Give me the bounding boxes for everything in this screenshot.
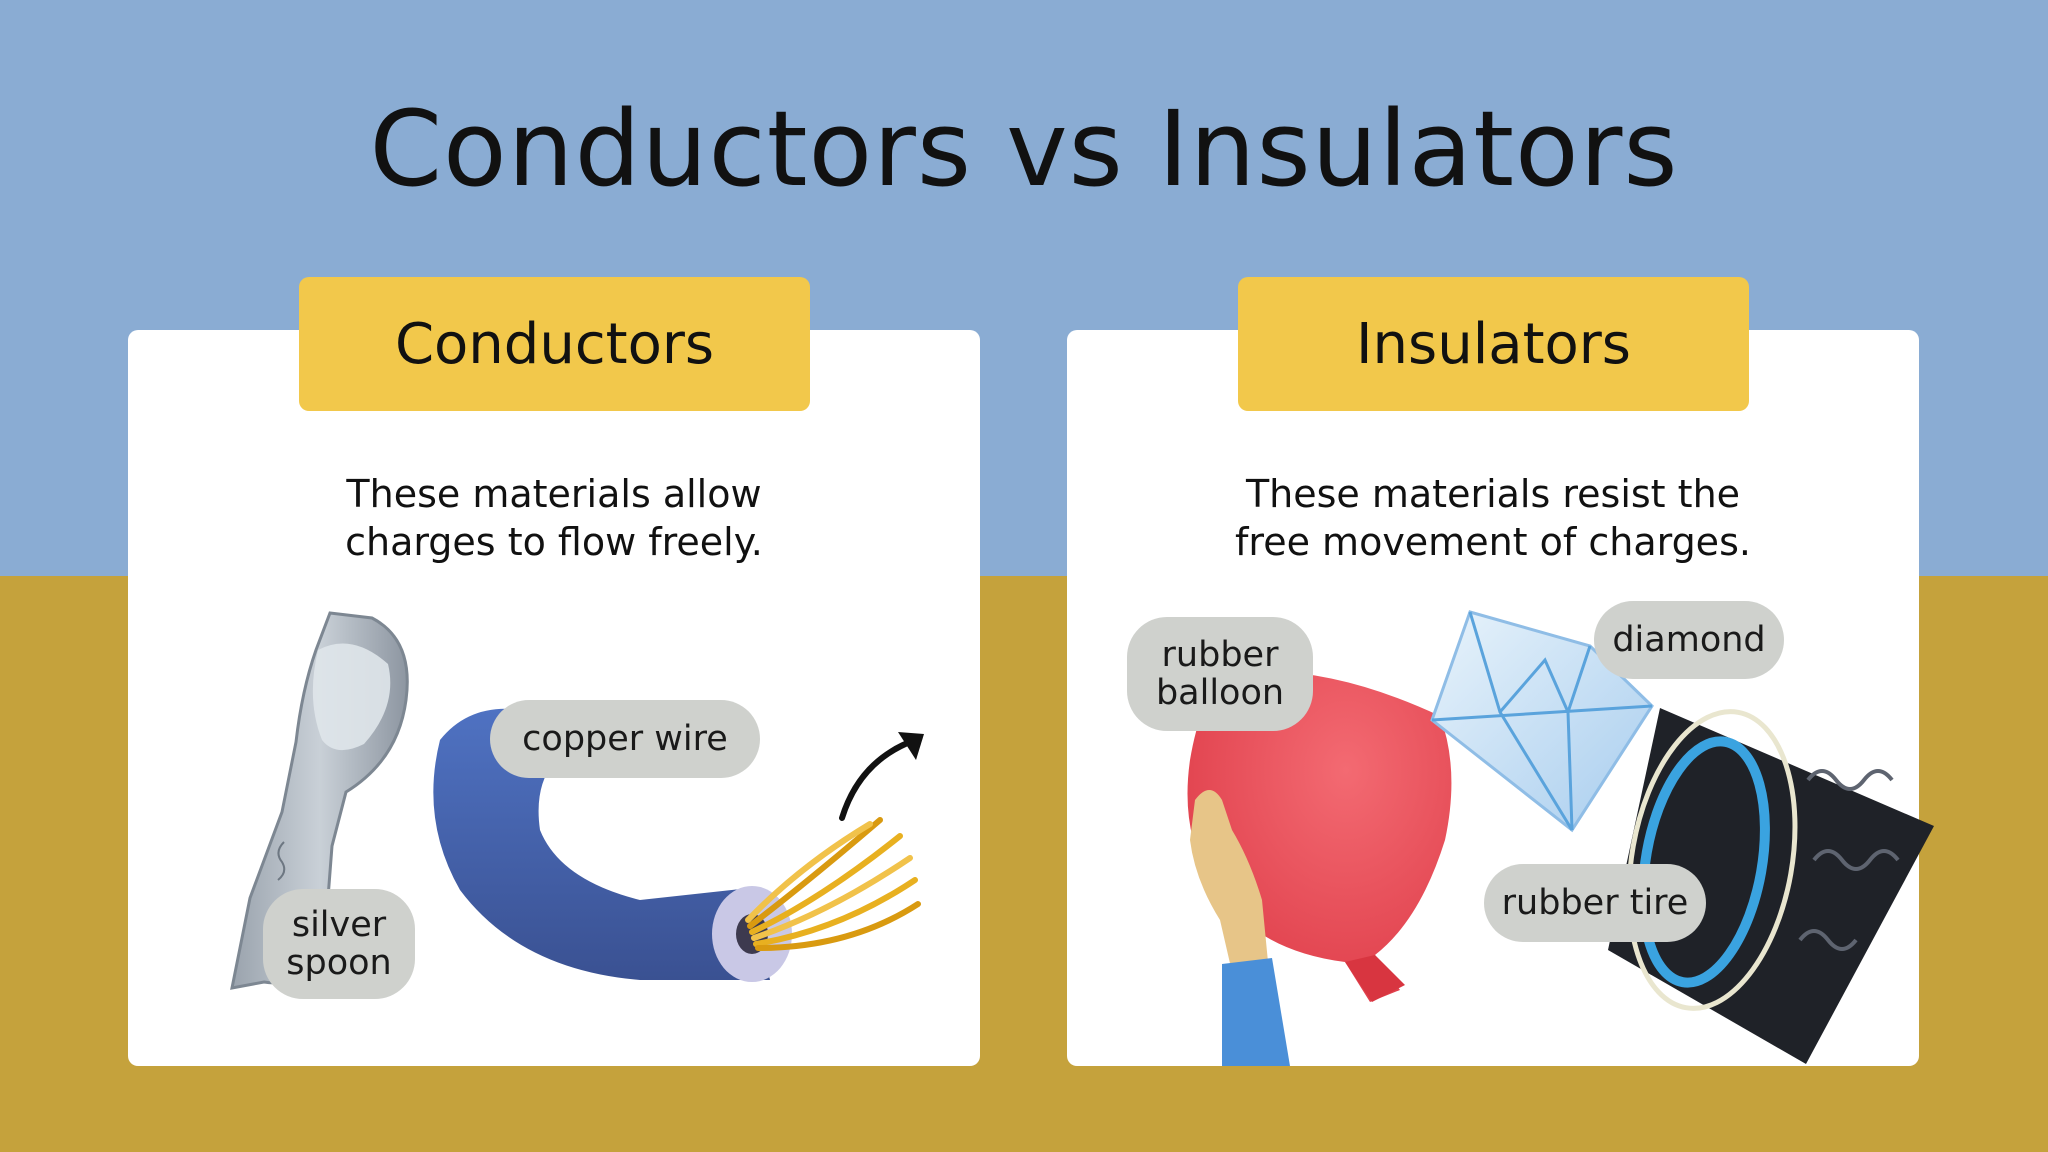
copper-wire-illustration [433,708,924,982]
conductors-description-line: charges to flow freely. [345,520,763,564]
slide-title: Conductors vs Insulators [369,88,1679,210]
insulators-description-line: free movement of charges. [1235,520,1751,564]
conductors-description-line: These materials allow [346,472,762,516]
diamond-illustration [1430,610,1654,833]
rubber-tire-illustration [1608,708,1934,1064]
label-rubber-tire: rubber tire [1484,864,1706,942]
silver-spoon-illustration [230,611,409,990]
insulators-description-line: These materials resist the [1245,472,1741,516]
label-rubber-balloon-line: rubber [1161,635,1279,675]
label-rubber-balloon: rubber balloon [1127,617,1313,731]
insulators-description: These materials resist the free movement… [1067,470,1919,566]
conductors-description: These materials allow charges to flow fr… [128,470,980,566]
label-rubber-balloon-line: balloon [1155,673,1285,713]
insulators-heading: Insulators [1238,277,1749,411]
label-silver-spoon-line: spoon [286,943,392,983]
label-copper-wire: copper wire [490,700,760,778]
label-silver-spoon: silver spoon [263,889,415,999]
rubber-balloon-illustration [1187,671,1452,1066]
label-diamond: diamond [1594,601,1784,679]
label-silver-spoon-line: silver [291,905,387,945]
conductors-heading: Conductors [299,277,810,411]
